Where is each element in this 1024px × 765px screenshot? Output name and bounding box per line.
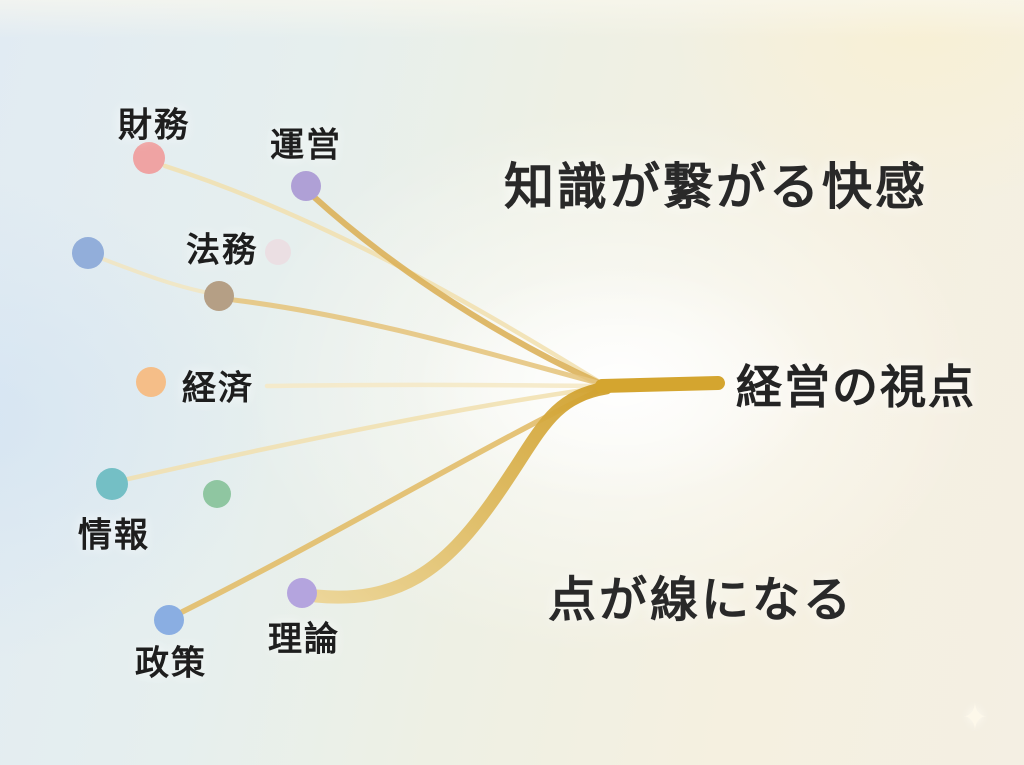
legal-line — [231, 297, 601, 386]
misc-blue-dot — [72, 237, 104, 269]
operations-line — [311, 194, 600, 385]
hub-bar — [595, 376, 725, 393]
economics-line — [264, 382, 601, 389]
theory-label: 理論 — [268, 620, 340, 659]
legal-dot — [204, 281, 234, 311]
finance-dot — [133, 142, 165, 174]
legal-label: 法務 — [186, 231, 258, 270]
economics-dot — [136, 367, 166, 397]
misc-pink-dot — [265, 239, 291, 265]
misc-green-dot — [203, 480, 231, 508]
economics-label: 経済 — [182, 369, 254, 408]
headline-bottom: 点が線になる — [547, 574, 855, 627]
headline-top: 知識が繋がる快感 — [504, 159, 928, 215]
information-line — [125, 385, 601, 482]
theory-dot — [287, 578, 317, 608]
theory-line — [309, 381, 613, 604]
information-label: 情報 — [78, 516, 150, 555]
information-dot — [96, 468, 128, 500]
operations-dot — [291, 171, 321, 201]
hub-label: 経営の視点 — [736, 361, 976, 413]
policy-label: 政策 — [135, 644, 207, 683]
blue-to-legal-line — [101, 257, 206, 294]
operations-label: 運営 — [270, 126, 342, 165]
policy-dot — [154, 605, 184, 635]
finance-label: 財務 — [118, 106, 190, 145]
